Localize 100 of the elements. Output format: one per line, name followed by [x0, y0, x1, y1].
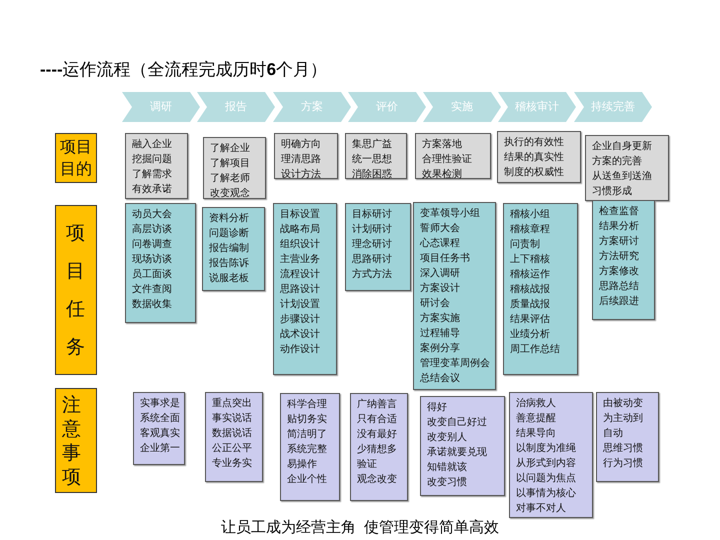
list-text: 系统全面 — [140, 412, 181, 426]
list-text: 合理性验证 — [422, 152, 473, 167]
list-text: 设计方法 — [281, 168, 322, 182]
text-box — [125, 133, 188, 199]
row-header: 项目目的 — [55, 133, 97, 183]
list-text: 企业个性 — [287, 472, 328, 487]
list-text: 理念研讨 — [352, 238, 393, 252]
list-text: 明确方向 — [281, 138, 322, 152]
text-box — [345, 203, 411, 291]
chevron-step — [122, 92, 200, 122]
list-text: 没有最好 — [357, 428, 398, 442]
list-text: 贴切务实 — [287, 412, 328, 427]
list-text: 了解需求 — [132, 168, 173, 182]
list-text: 思路总结 — [599, 280, 640, 294]
list-text: 验证 — [357, 458, 378, 472]
list-text: 行为习惯 — [603, 456, 644, 471]
list-text: 科学合理 — [287, 398, 328, 412]
list-text: 从送鱼到送渔 — [592, 170, 653, 184]
list-text: 挖掘问题 — [132, 152, 173, 167]
list-text: 周工作总结 — [510, 342, 561, 357]
list-text: 目标设置 — [280, 208, 321, 222]
list-text: 公正公平 — [212, 442, 253, 456]
title: ----运作流程（全流程完成历时6个月） — [40, 59, 328, 81]
list-text: 统一思想 — [352, 152, 393, 167]
list-text: 思维习惯 — [603, 442, 644, 456]
text-box — [592, 200, 655, 320]
list-text: 员工面谈 — [132, 268, 173, 282]
list-text: 研讨会 — [420, 296, 451, 311]
text-box — [497, 131, 581, 183]
list-text: 报告陈诉 — [209, 256, 250, 271]
list-text: 善意提醒 — [516, 412, 557, 426]
text-box — [585, 135, 669, 201]
list-text: 深入调研 — [420, 266, 461, 281]
list-text: 事实说话 — [212, 412, 253, 426]
text-box — [133, 392, 185, 465]
list-text: 方法研究 — [599, 250, 640, 264]
list-text: 结果导向 — [516, 426, 557, 441]
list-text: 得好 — [427, 401, 448, 415]
list-text: 以问题为焦点 — [516, 472, 577, 486]
step-label: 调研 — [149, 101, 173, 113]
list-text: 稽核章程 — [510, 222, 551, 237]
list-text: 效果检测 — [422, 168, 463, 182]
chevron-step — [197, 92, 275, 122]
list-text: 改变习惯 — [427, 476, 468, 490]
list-text: 有效承诺 — [132, 182, 173, 197]
list-text: 资料分析 — [209, 212, 250, 226]
text-box — [350, 393, 408, 501]
step-label: 评价 — [375, 101, 399, 113]
list-text: 思路设计 — [280, 282, 321, 297]
list-text: 集思广益 — [352, 138, 393, 152]
list-text: 方案修改 — [599, 264, 640, 279]
list-text: 理清思路 — [281, 152, 322, 167]
list-text: 文件查阅 — [132, 282, 173, 297]
list-text: 融入企业 — [132, 138, 173, 152]
list-text: 稽核小组 — [510, 208, 551, 222]
list-text: 计划研讨 — [352, 222, 393, 237]
list-text: 对事不对人 — [516, 502, 567, 516]
list-text: 方案实施 — [420, 312, 461, 326]
list-text: 过程辅导 — [420, 326, 461, 341]
text-box — [415, 133, 491, 179]
list-text: 上下稽核 — [510, 252, 551, 267]
list-text: 业绩分析 — [510, 328, 551, 342]
text-box — [509, 392, 593, 518]
chevron-step — [348, 92, 426, 122]
list-text: 后续跟进 — [599, 294, 640, 309]
list-text: 承诺就要兑现 — [427, 446, 488, 460]
list-text: 心态课程 — [420, 236, 461, 251]
list-text: 变革领导小组 — [420, 206, 481, 221]
list-text: 质量战报 — [510, 298, 551, 312]
list-text: 了解项目 — [210, 157, 251, 171]
list-text: 方式方法 — [352, 268, 393, 282]
list-text: 少猜想多 — [357, 442, 398, 457]
list-text: 重点突出 — [212, 396, 253, 411]
list-text: 实事求是 — [140, 396, 181, 411]
list-text: 总结会议 — [420, 372, 461, 386]
list-text: 由被动变为主动到自动 — [603, 396, 644, 441]
list-text: 结果评估 — [510, 312, 551, 327]
list-text: 思路研讨 — [352, 252, 393, 267]
list-text: 制度的权威性 — [504, 166, 565, 180]
row-header: 注意事项 — [55, 388, 97, 493]
list-text: 现场访谈 — [132, 252, 173, 267]
list-text: 执行的有效性 — [504, 136, 565, 150]
list-text: 广纳善言 — [357, 398, 398, 412]
list-text: 易操作 — [287, 458, 318, 472]
text-box — [205, 392, 263, 482]
step-label: 持续完善 — [590, 101, 636, 113]
list-text: 流程设计 — [280, 268, 321, 282]
text-box — [274, 133, 338, 179]
text-box — [273, 203, 337, 375]
chevron-step — [423, 92, 501, 122]
list-text: 案例分享 — [420, 342, 461, 356]
list-text: 管理变革周例会 — [420, 356, 491, 371]
list-text: 企业自身更新 — [592, 140, 653, 154]
list-text: 问题诊断 — [209, 226, 250, 241]
list-text: 检查监督 — [599, 204, 640, 219]
text-box — [203, 137, 266, 199]
step-label: 实施 — [450, 101, 474, 113]
list-text: 观念改变 — [357, 472, 398, 487]
list-text: 誓师大会 — [420, 222, 461, 236]
list-text: 战略布局 — [280, 222, 321, 237]
